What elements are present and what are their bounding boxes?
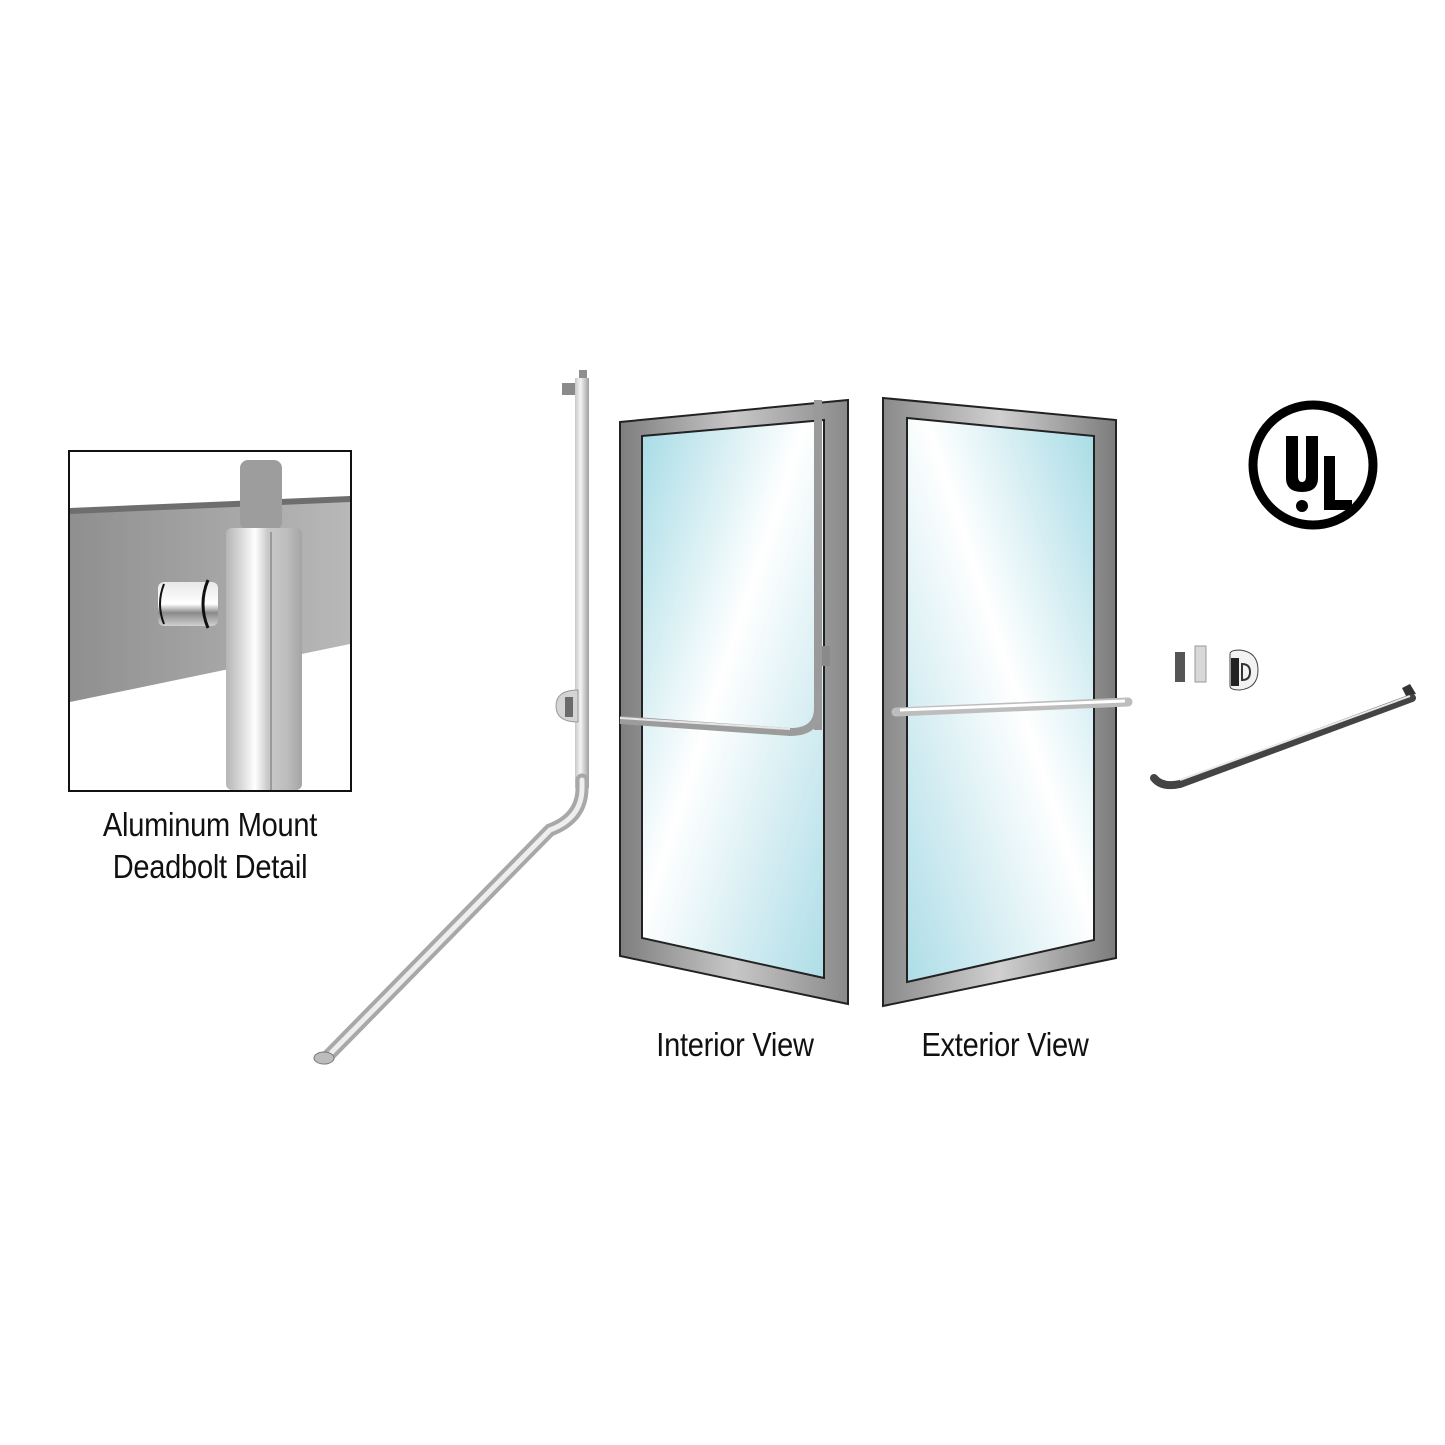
exterior-door-illustration: [882, 396, 1133, 1008]
deadbolt-detail-illustration: [70, 460, 350, 790]
vertical-rod-push-bar-icon: [313, 370, 589, 1065]
exterior-view-label: Exterior View: [921, 1026, 1089, 1063]
detail-caption-line1: Aluminum Mount: [102, 806, 318, 843]
detail-caption: Aluminum Mount Deadbolt Detail: [69, 804, 351, 888]
strike-keeper-set-icon: [1175, 645, 1259, 691]
ul-certification-icon: [1248, 400, 1378, 530]
interior-door-illustration: [619, 398, 849, 1006]
deadbolt-detail-inset: [68, 450, 352, 792]
interior-view-label: Interior View: [656, 1026, 814, 1063]
detail-caption-line2: Deadbolt Detail: [112, 848, 308, 885]
exterior-pull-handle-icon: [1150, 684, 1416, 790]
